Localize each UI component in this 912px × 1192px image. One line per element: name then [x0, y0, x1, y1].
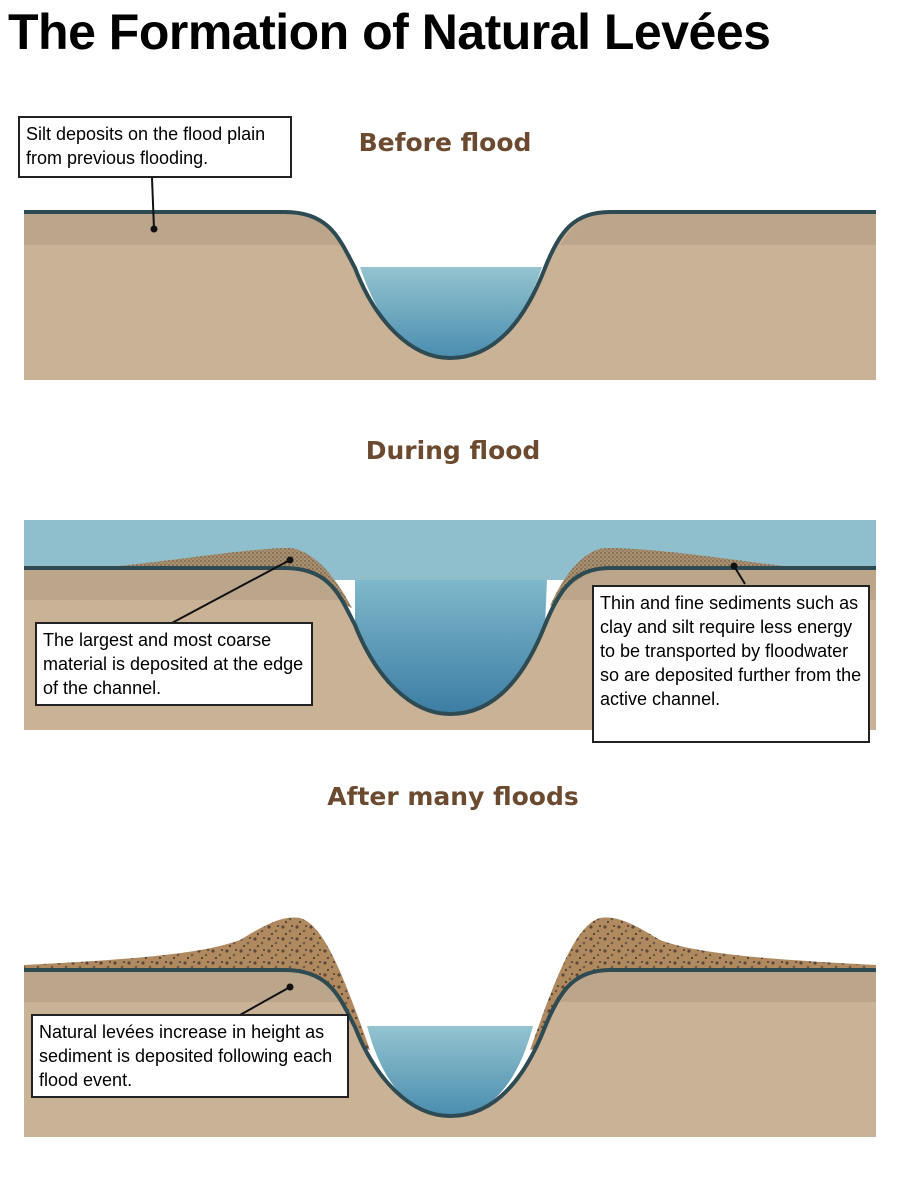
before-flood-cross-section — [24, 177, 876, 380]
page-title: The Formation of Natural Levées — [8, 4, 771, 60]
before-silt-layer — [24, 212, 343, 245]
after-water — [367, 1026, 533, 1116]
before-ground — [24, 212, 876, 380]
during-flood-callout-left: The largest and most coarse material is … — [35, 622, 313, 706]
during-sediment-right — [550, 548, 800, 606]
during-channel-water — [355, 580, 547, 714]
during-left-leader — [169, 559, 291, 625]
during-flood-heading: During flood — [365, 436, 541, 465]
during-silt-layer — [24, 568, 343, 600]
before-flood-heading: Before flood — [358, 128, 532, 157]
during-ground-outline — [24, 566, 876, 717]
after-floods-callout: Natural levées increase in height as sed… — [31, 1014, 349, 1098]
before-callout-dot — [150, 225, 158, 233]
before-callout-leader — [151, 177, 155, 230]
after-callout-leader — [239, 986, 291, 1016]
after-levee-left — [24, 917, 370, 1050]
after-callout-dot — [286, 983, 294, 991]
after-floods-heading: After many floods — [327, 782, 579, 811]
during-left-dot — [286, 556, 294, 564]
during-right-leader — [733, 565, 746, 585]
after-levee-right — [530, 917, 876, 1050]
during-flood-callout-right: Thin and fine sediments such as clay and… — [592, 585, 870, 743]
before-flood-callout: Silt deposits on the flood plain from pr… — [18, 116, 292, 178]
after-silt-layer-right — [560, 970, 876, 1002]
after-silt-layer — [24, 970, 343, 1002]
during-right-dot — [730, 562, 738, 570]
before-water — [360, 267, 542, 358]
after-ground-outline — [24, 968, 876, 1119]
before-ground-outline — [24, 210, 876, 361]
before-silt-layer-right — [560, 212, 876, 245]
